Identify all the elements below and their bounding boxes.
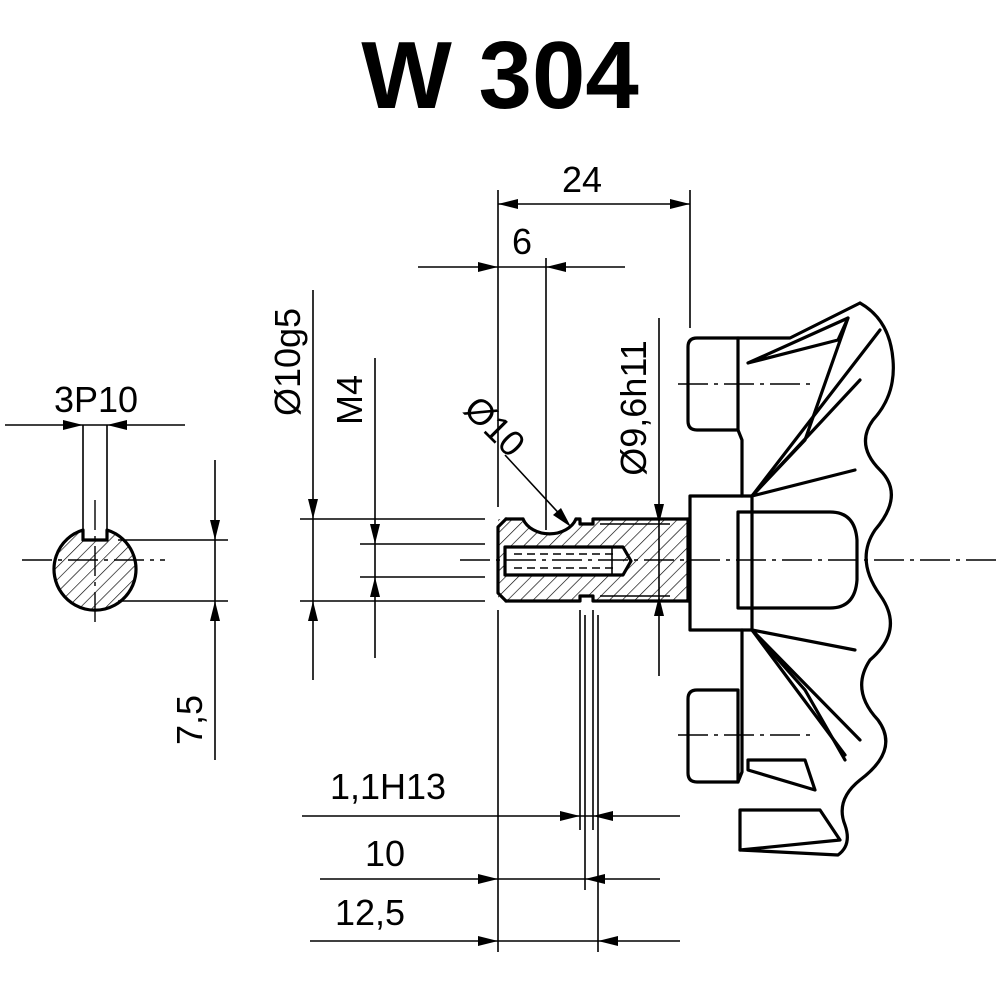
groove-width-label: 1,1H13: [330, 766, 446, 807]
shaft-cross-section: 3P10 7,5: [5, 379, 228, 760]
dim-24-label: 24: [562, 159, 602, 200]
key-height-label: 7,5: [169, 695, 210, 745]
thread-label: M4: [329, 375, 370, 425]
shaft-diameter-label: Ø10g5: [267, 308, 308, 416]
shaft-section: [496, 517, 690, 603]
drawing-title: W 304: [361, 22, 638, 129]
bore-diameter-label: Ø10: [456, 388, 533, 465]
dim-10-label: 10: [365, 833, 405, 874]
key-width-label: 3P10: [54, 379, 138, 420]
groove-diameter-label: Ø9,6h11: [613, 340, 654, 475]
section-dimensions: Ø10g5 M4 Ø10 Ø9,6h11 24 6: [267, 159, 1000, 952]
dim-6-label: 6: [512, 221, 532, 262]
dim-12-5-label: 12,5: [335, 892, 405, 933]
engine-housing: [678, 301, 895, 857]
